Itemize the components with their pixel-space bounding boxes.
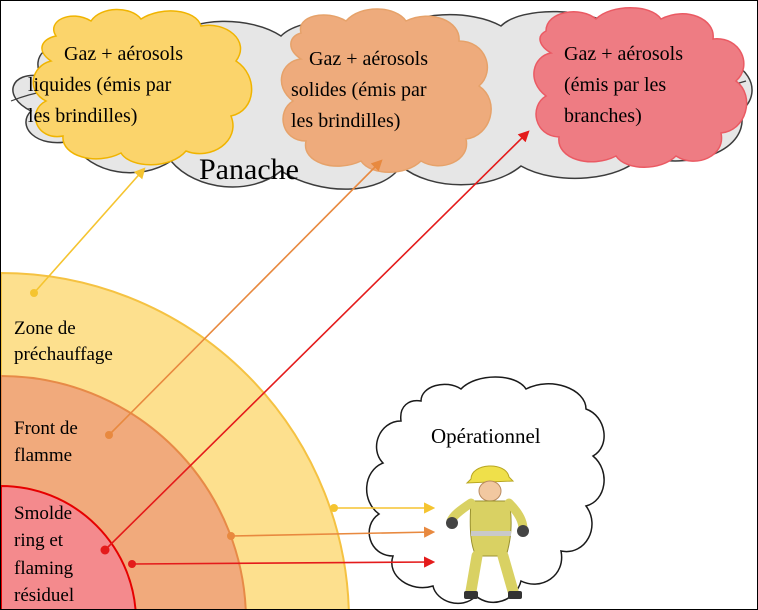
arrow-flame-to-solid bbox=[108, 159, 383, 436]
cloud-solid-line-2: solides (émis par bbox=[291, 79, 427, 101]
cloud-branches-line-3: branches) bbox=[564, 105, 642, 127]
cloud-liquid-shape bbox=[32, 8, 253, 166]
firefighter-icon bbox=[446, 465, 529, 599]
fire-zones bbox=[1, 271, 350, 609]
arrow-smoulder-origin bbox=[100, 545, 110, 555]
zone-smouldering-line-1: Smolde bbox=[14, 503, 72, 524]
plume-arrows bbox=[30, 130, 530, 555]
arrow-smoulder-to-branches bbox=[104, 130, 530, 551]
cloud-solid-line-1: Gaz + aérosols bbox=[309, 48, 428, 70]
plume-label: Panache bbox=[199, 153, 299, 186]
arrow-flame-origin bbox=[105, 431, 113, 439]
operational-arrows bbox=[128, 502, 436, 568]
arrow-preheating-ops-origin bbox=[330, 504, 338, 512]
zone-flame-front-line-2: flamme bbox=[14, 445, 72, 466]
arrow-preheating-origin bbox=[30, 289, 38, 297]
zone-smouldering-line-2: ring et bbox=[14, 530, 64, 551]
arrow-flame-ops-origin bbox=[227, 532, 235, 540]
zone-preheating-line-1: Zone de bbox=[14, 318, 76, 339]
operational-label: Opérationnel bbox=[431, 424, 541, 448]
zone-smouldering-ring bbox=[1, 484, 137, 609]
arrow-flame-to-operational bbox=[230, 526, 436, 538]
emission-cloud-liquid: Gaz + aérosols liquides (émis par les br… bbox=[28, 8, 253, 166]
cloud-branches-shape bbox=[533, 7, 748, 168]
cloud-solid-line-3: les brindilles) bbox=[291, 110, 400, 132]
cloud-solid-shape bbox=[280, 8, 492, 173]
cloud-branches-line-2: (émis par les bbox=[564, 74, 666, 96]
zone-smouldering-line-3: flaming bbox=[14, 558, 74, 579]
emission-cloud-branches: Gaz + aérosols (émis par les branches) bbox=[533, 7, 748, 168]
arrow-smoulder-ops-origin bbox=[128, 560, 136, 568]
emission-cloud-solid: Gaz + aérosols solides (émis par les bri… bbox=[280, 8, 492, 173]
zone-labels: Zone de préchauffage Front de flamme Smo… bbox=[14, 318, 113, 606]
cloud-liquid-line-1: Gaz + aérosols bbox=[64, 43, 183, 65]
arrow-smoulder-to-operational bbox=[131, 556, 436, 568]
zone-flame-front-line-1: Front de bbox=[14, 418, 78, 439]
zone-preheating-line-2: préchauffage bbox=[14, 344, 113, 365]
cloud-liquid-line-3: les brindilles) bbox=[28, 105, 137, 127]
zone-smouldering-line-4: résiduel bbox=[14, 585, 74, 606]
cloud-branches-line-1: Gaz + aérosols bbox=[564, 43, 683, 65]
arrow-preheating-to-liquid bbox=[33, 167, 146, 294]
cloud-liquid-line-2: liquides (émis par bbox=[28, 74, 172, 96]
